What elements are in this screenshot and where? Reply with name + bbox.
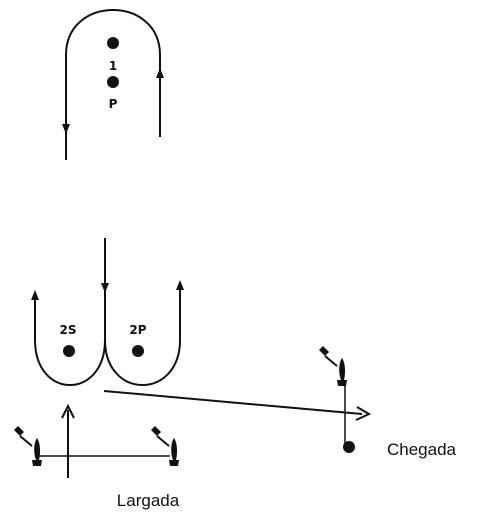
finish-buoy bbox=[343, 441, 355, 453]
start-direction-arrow bbox=[61, 403, 75, 419]
arrow-down-center bbox=[101, 283, 109, 293]
buoy-p bbox=[107, 76, 119, 88]
buoy-2s bbox=[63, 345, 75, 357]
pin-boat-icon bbox=[150, 425, 180, 467]
start-caption: Largada bbox=[117, 491, 180, 510]
arrow-to-finish bbox=[355, 406, 372, 421]
gate-right-loop bbox=[104, 285, 181, 386]
arrow-down-left bbox=[62, 124, 70, 134]
windward-rounding-path bbox=[65, 9, 161, 160]
committee-boat-icon bbox=[13, 425, 43, 467]
mark-label-2s: 2S bbox=[60, 323, 77, 337]
finish-caption: Chegada bbox=[387, 440, 457, 459]
arrow-up-gate-right bbox=[176, 280, 184, 290]
arrow-up-gate-left bbox=[31, 290, 39, 300]
arrow-up-right bbox=[156, 68, 164, 78]
mark-label-p: P bbox=[109, 97, 118, 111]
finish-boat-icon bbox=[318, 345, 348, 387]
gate-left-loop bbox=[34, 297, 106, 386]
buoy-2p bbox=[132, 345, 144, 357]
mark-label-1: 1 bbox=[109, 59, 117, 73]
mark-label-2p: 2P bbox=[129, 323, 146, 337]
leg-to-finish bbox=[103, 390, 363, 415]
buoy-1 bbox=[107, 37, 119, 49]
